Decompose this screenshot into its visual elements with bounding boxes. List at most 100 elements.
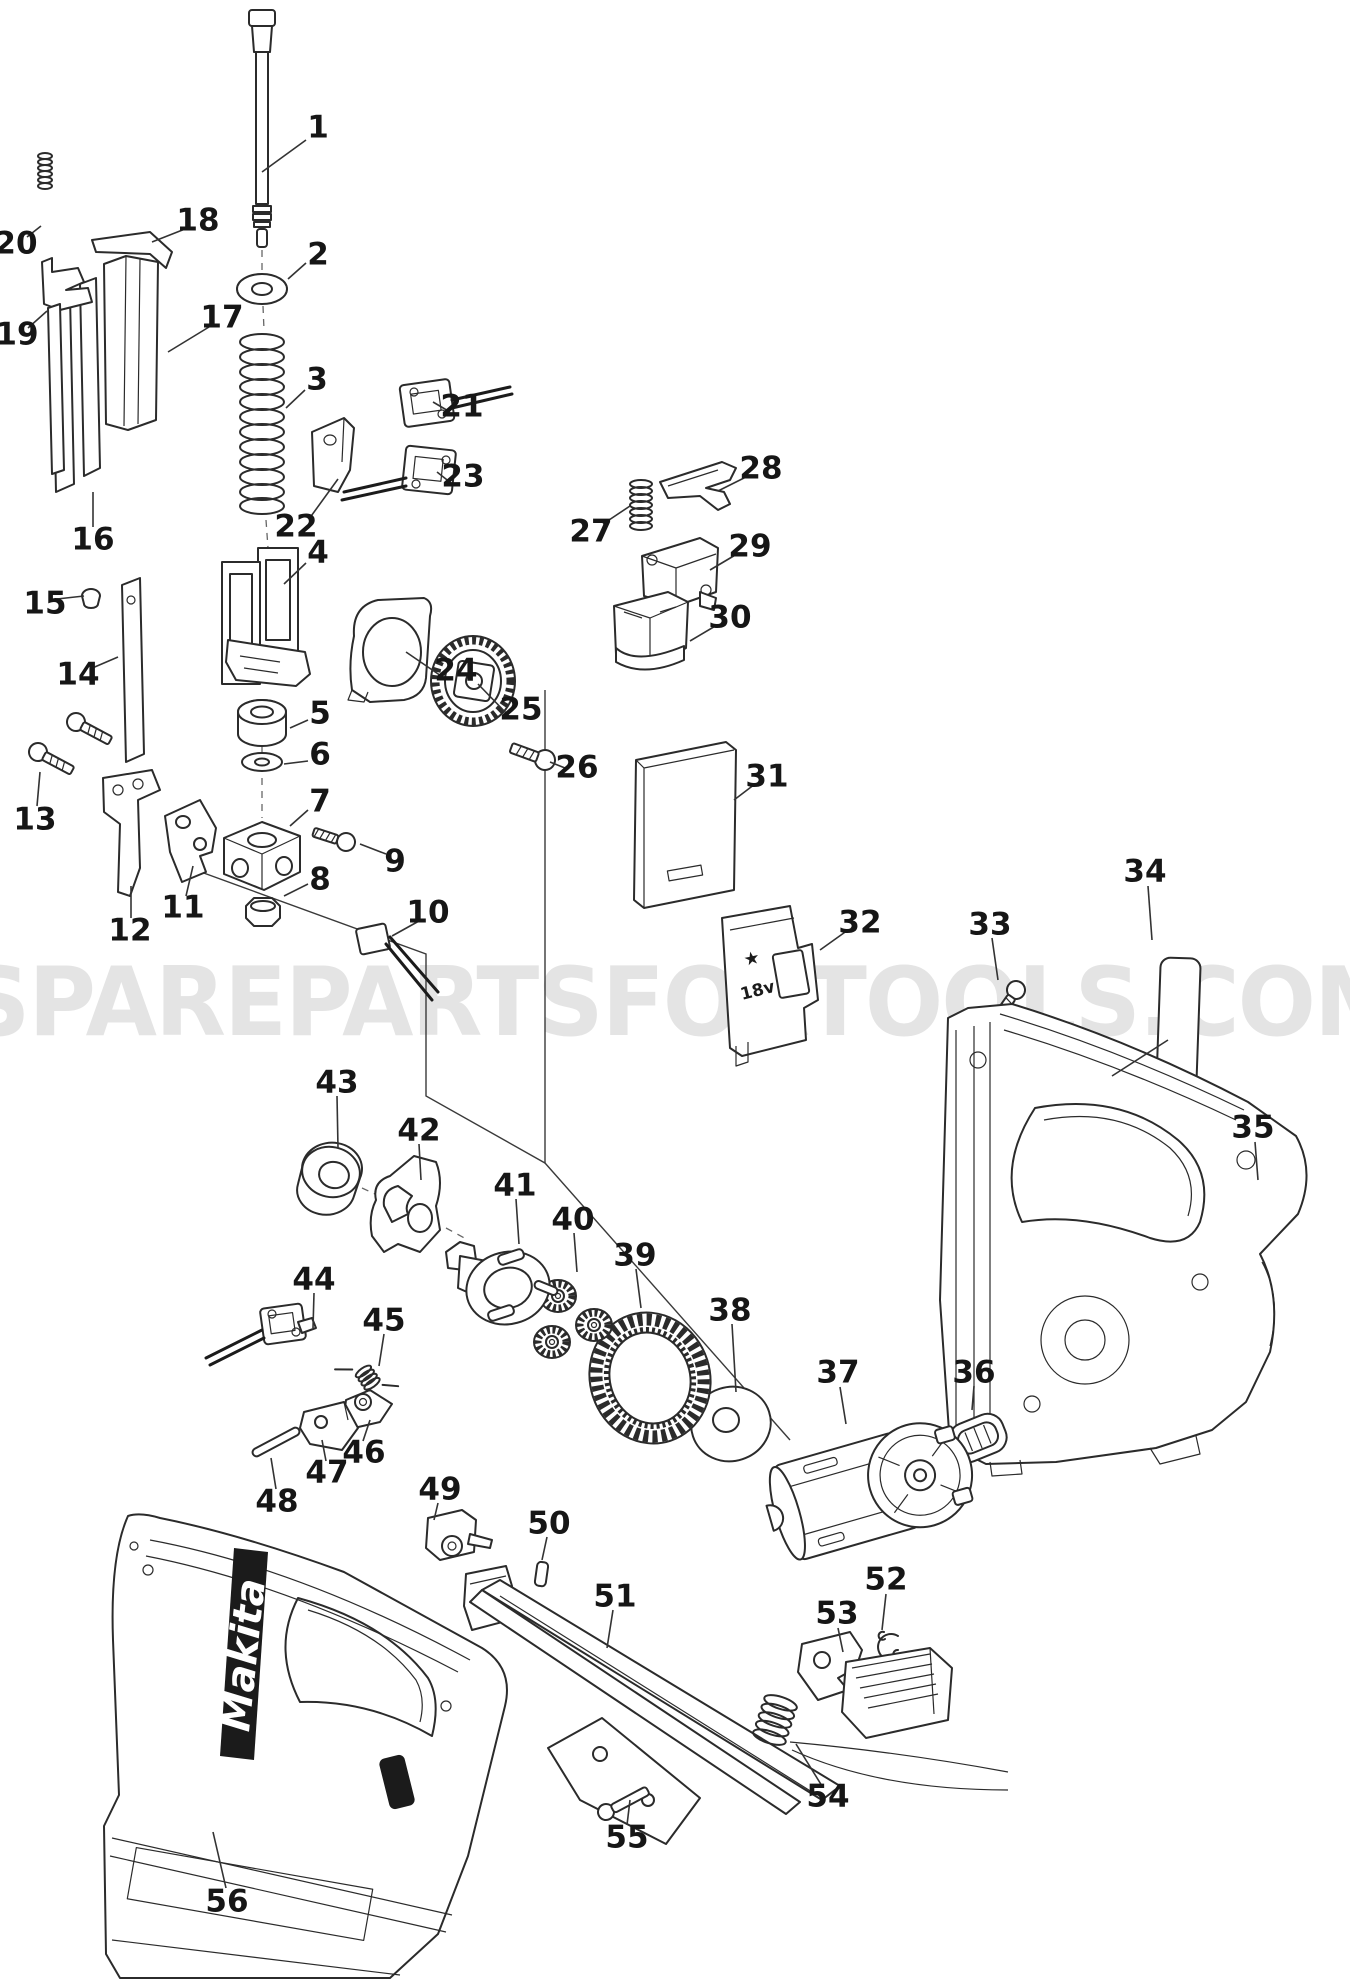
part-41-gear-carrier <box>445 1241 559 1326</box>
part-29-switch <box>641 537 719 611</box>
part-28-lever <box>659 461 737 511</box>
leader-line-56 <box>212 1831 227 1889</box>
leader-line-5 <box>289 719 309 729</box>
part-20-spring <box>37 152 53 190</box>
leader-line-20 <box>26 225 42 238</box>
leader-line-50 <box>541 1536 548 1561</box>
leader-line-9 <box>359 843 387 855</box>
leader-line-10 <box>391 920 420 937</box>
watermark-text: SPAREPARTSFORTOOLS.COM.AU <box>0 948 1350 1058</box>
part-27-spring <box>629 479 653 531</box>
part-1-driver-shaft <box>248 9 276 248</box>
leader-line-45 <box>378 1333 385 1367</box>
part-39-ring-gear <box>588 1311 712 1445</box>
part-8-hex-nut <box>245 897 281 927</box>
leader-line-33 <box>991 937 999 981</box>
part-4-driver-guide <box>221 547 311 687</box>
part-25-gear <box>430 635 516 727</box>
leader-line-29 <box>709 553 738 571</box>
part-30-switch-housing <box>613 591 689 671</box>
leader-line-48 <box>270 1457 277 1490</box>
part-6-flat-washer <box>241 752 283 772</box>
leader-line-21 <box>432 401 451 413</box>
leader-line-53 <box>837 1627 844 1653</box>
part-35-housing-right <box>939 1003 1308 1477</box>
part-18-lever <box>91 231 173 269</box>
leader-line-43 <box>336 1095 339 1149</box>
leader-line-36 <box>971 1385 975 1411</box>
leader-line-2 <box>287 262 307 280</box>
part-26-screw <box>509 742 556 771</box>
leader-line-39 <box>635 1268 642 1309</box>
part-37-motor <box>765 1422 974 1561</box>
leader-line-3 <box>285 389 306 409</box>
leader-line-6 <box>283 760 309 765</box>
leader-line-28 <box>717 475 749 492</box>
leader-line-23 <box>436 471 452 484</box>
leader-line-13 <box>36 771 41 807</box>
leader-line-4 <box>283 562 307 585</box>
leader-line-26 <box>549 761 566 769</box>
leader-line-40 <box>573 1232 578 1273</box>
part-50-pin <box>533 1560 550 1588</box>
part-42-cam-plate <box>369 1155 441 1253</box>
part-24-gasket <box>347 597 433 703</box>
leader-line-31 <box>733 783 756 801</box>
part-22-plate <box>311 417 355 493</box>
leader-line-24 <box>405 651 445 679</box>
part-12-bracket <box>102 769 161 897</box>
leader-line-34 <box>1111 1039 1169 1077</box>
leader-line-35 <box>1254 1141 1259 1181</box>
leader-line-15 <box>56 595 85 600</box>
leader-line-19 <box>27 310 48 329</box>
part-14-flat-bar <box>121 577 145 763</box>
leader-line-44 <box>312 1292 315 1329</box>
leader-line-17 <box>167 326 210 353</box>
star-marking: ★ <box>742 947 762 971</box>
part-56-housing-left: Makita <box>103 1513 508 1979</box>
part-51-magazine-rail <box>469 1579 841 1845</box>
part-38-washer-disc <box>690 1385 772 1463</box>
part-36-grommet <box>948 1412 1008 1464</box>
part-15-cap <box>81 588 101 609</box>
part-7-crank-block <box>223 821 301 891</box>
part-49-roller-holder <box>425 1509 513 1631</box>
part-53-pusher <box>797 1631 953 1739</box>
part-45-spring <box>334 1364 400 1391</box>
leader-line-34 <box>1147 885 1153 941</box>
part-17-channel <box>103 255 159 431</box>
leader-line-55 <box>626 1799 631 1826</box>
leader-line-18 <box>151 228 186 243</box>
part-48-pin <box>251 1426 301 1458</box>
part-2-washer <box>236 273 288 305</box>
leader-line-32 <box>819 929 849 951</box>
leader-line-14 <box>89 656 119 670</box>
part-55-pin <box>597 1786 650 1821</box>
leader-line-1 <box>261 139 307 173</box>
leader-line-41 <box>515 1198 520 1245</box>
leader-line-47 <box>321 1439 327 1462</box>
part-3-compression-spring <box>239 333 285 515</box>
leader-lines <box>26 139 1259 1889</box>
leader-line-22 <box>308 478 339 520</box>
leader-line-11 <box>185 865 194 897</box>
leader-line-37 <box>839 1386 847 1425</box>
leader-line-46 <box>362 1419 371 1442</box>
part-54-spring <box>752 1694 1009 1791</box>
leader-line-51 <box>606 1609 614 1649</box>
leader-line-25 <box>477 683 510 717</box>
part-11-lock-plate <box>164 799 217 883</box>
leader-line-30 <box>689 624 718 642</box>
leader-line-7 <box>289 809 309 827</box>
part-32-terminal-block: ★ 18v <box>721 905 819 1067</box>
leader-line-38 <box>731 1323 737 1393</box>
part-31-controller <box>633 741 737 909</box>
part-43-bushing <box>296 1141 363 1216</box>
part-10-connector <box>355 922 440 1002</box>
part-5-bushing <box>237 699 287 747</box>
part-19-rod-bracket <box>41 257 93 475</box>
part-9-screw <box>311 827 356 852</box>
leader-line-27 <box>602 505 631 525</box>
